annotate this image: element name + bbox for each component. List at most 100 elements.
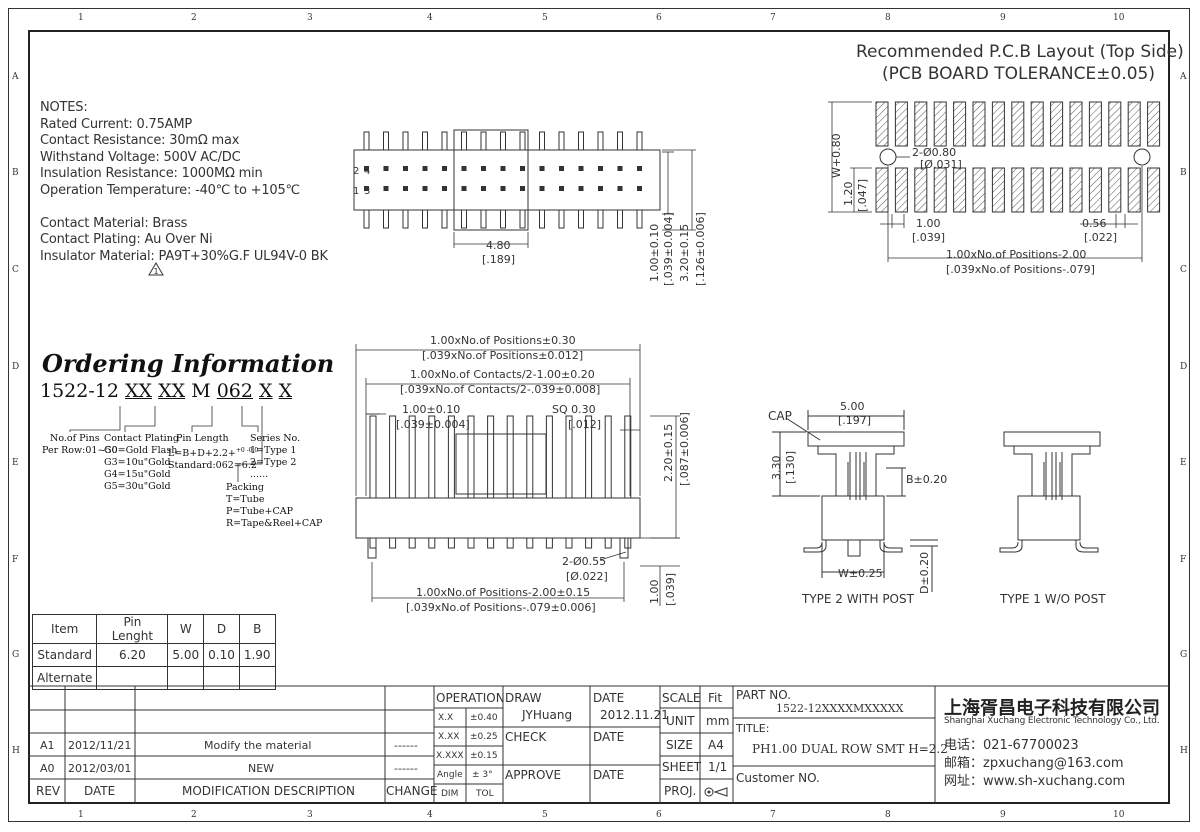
zone-col-8-top: 8 (885, 13, 891, 23)
zone-row-b-right: B (1180, 168, 1187, 178)
type1-label: TYPE 1 W/O POST (999, 592, 1106, 606)
scale-value: Fit (708, 691, 723, 705)
pcb-dim-047: [.047] (856, 179, 869, 212)
zone-col-4-bottom: 4 (427, 810, 433, 820)
top-view-contact (500, 166, 506, 171)
option-packing: Packing T=Tube P=Tube+CAP R=Tape&Reel+CA… (226, 482, 322, 530)
front-post-left (367, 537, 377, 559)
top-view-contact (364, 166, 369, 171)
pcb-title: Recommended P.C.B Layout (Top Side) (856, 42, 1184, 62)
zone-row-b-left: B (12, 168, 19, 178)
type1-housing (1017, 495, 1081, 541)
tol-xxxx-value: ±0.15 (470, 751, 498, 761)
dim-100-tv: 1.00±0.10 (648, 224, 661, 282)
pcb-pad (1069, 167, 1083, 213)
code-plating: XX (158, 380, 186, 402)
pcb-pad (1147, 167, 1161, 213)
side-views-drawing: CAP 5.00 [.197] 3.30 [.130] B±0.20 W±0.2… (768, 400, 1106, 606)
rev-a1-date: 2012/11/21 (68, 739, 132, 752)
code-prefix: 1522-12 (40, 380, 125, 402)
rev-header: REV (36, 784, 61, 798)
pcb-pad (991, 101, 1005, 147)
fv-d7-in: [.039xNo.of Positions-.079±0.006] (406, 601, 596, 614)
fv-d5: 2.20±0.15 (662, 424, 675, 482)
operation-label: OPERATION (436, 691, 505, 705)
dim-100-tv-in: [.039±0.004] (662, 212, 675, 286)
dim-480: 4.80 (486, 239, 511, 252)
top-view-contact (598, 166, 603, 171)
tol-xxx-label: X.XX (438, 732, 460, 742)
zone-col-2-bottom: 2 (191, 810, 197, 820)
zone-row-a-left: A (12, 72, 19, 82)
fv-d2-in: [.039xNo.of Contacts/2-.039±0.008] (400, 383, 600, 396)
top-view-contact (617, 166, 623, 171)
table-header-pin-length: Pin Lenght (96, 614, 169, 644)
sheet-value: 1/1 (708, 760, 728, 774)
fv-d1-in: [.039xNo.of Positions±0.012] (422, 349, 583, 362)
zone-col-1-bottom: 1 (78, 810, 84, 820)
fv-d2: 1.00xNo.of Contacts/2-1.00±0.20 (410, 368, 595, 381)
part-no-label: PART NO. (736, 688, 792, 702)
tol-angle-label: Angle (437, 770, 463, 780)
pcb-dim-120: 1.20 (842, 182, 855, 207)
sv-d500: 5.00 (840, 400, 865, 413)
top-view-contact (481, 166, 486, 171)
zone-col-9-top: 9 (1000, 13, 1006, 23)
draw-date-label: DATE (593, 691, 625, 705)
pcb-hole-right (1133, 148, 1151, 166)
top-view-contact (383, 166, 389, 171)
front-view-drawing: 1.00xNo.of Positions±0.30 [.039xNo.of Po… (355, 334, 691, 614)
zone-col-2-top: 2 (191, 13, 197, 23)
ordering-title: Ordering Information (42, 349, 335, 378)
zone-row-e-right: E (1180, 458, 1187, 468)
pcb-pad (1108, 101, 1122, 147)
drawing-outer-border (8, 8, 1190, 822)
pcb-dim-056: 0.56 (1082, 217, 1107, 230)
pcb-pad (875, 101, 889, 147)
top-view-contact (422, 186, 428, 191)
option-packing-t: T=Tube (226, 494, 265, 505)
option-plating-g3: G3=10u"Gold (104, 457, 171, 468)
rev-a1: A1 (40, 739, 55, 752)
pcb-layout-drawing: W+0.80 1.20 [.047] 2-Ø0.80 [Ø.031] 1.00 … (828, 101, 1161, 276)
pcb-pad (1147, 101, 1161, 147)
warning-mark: 1 (153, 267, 158, 276)
zone-row-c-right: C (1180, 265, 1187, 275)
top-view-contact (442, 186, 447, 191)
top-view-contact (481, 186, 486, 191)
note-withstand-voltage: Withstand Voltage: 500V AC/DC (40, 149, 241, 165)
cap-top (807, 431, 905, 447)
note-operation-temperature: Operation Temperature: -40℃ to +105℃ (40, 182, 300, 198)
check-date-label: DATE (593, 730, 625, 744)
notes-heading: NOTES: (40, 100, 88, 115)
option-length-formula: L=B+D+2.2++0 -0.0 (168, 447, 259, 460)
pcb-pad (1088, 167, 1102, 213)
table-header-d: D (203, 614, 240, 644)
top-view-contact (617, 186, 623, 191)
approve-date-label: DATE (593, 768, 625, 782)
pcb-pad (933, 167, 947, 213)
option-pins-value: Per Row:01~50 (42, 445, 118, 456)
pcb-pad (894, 101, 908, 147)
top-view-contact (559, 166, 564, 171)
pcb-dim-positions: 1.00xNo.of Positions-2.00 (946, 248, 1086, 261)
top-view-contact (383, 186, 389, 191)
table-row: Standard 6.20 5.00 0.10 1.90 (31, 643, 276, 667)
drawer-name: JYHuang (522, 708, 573, 722)
sv-d330: 3.30 (770, 456, 783, 481)
company-email: 邮箱：zpxuchang@163.com (944, 756, 1124, 771)
notes-block: NOTES: Rated Current: 0.75AMP Contact Re… (40, 100, 328, 265)
modification-header: MODIFICATION DESCRIPTION (182, 784, 356, 798)
pcb-pad (1127, 101, 1141, 147)
cap-body (817, 446, 895, 497)
zone-col-6-bottom: 6 (656, 810, 662, 820)
zone-row-d-left: D (12, 362, 20, 372)
dim-320: 3.20±0.15 (678, 224, 691, 282)
dim-189: [.189] (482, 253, 515, 266)
zone-row-f-right: F (1180, 555, 1187, 565)
unit-value: mm (706, 714, 730, 728)
front-view-housing (355, 497, 641, 539)
type1-top (1003, 431, 1101, 447)
zone-col-7-top: 7 (770, 13, 776, 23)
fv-d4-in: [.012] (568, 418, 601, 431)
